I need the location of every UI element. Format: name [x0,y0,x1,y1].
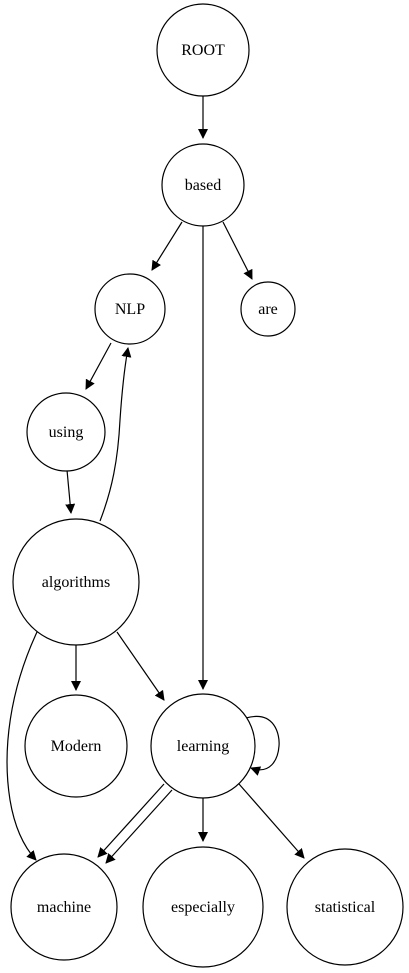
node-learning: learning [150,693,256,799]
node-label: statistical [315,899,376,916]
edge-algorithms-nlp [99,347,132,522]
edge-algorithms-learning [116,631,165,701]
node-label: are [258,301,278,318]
node-label: Modern [51,738,102,755]
edge-algorithms-machine [6,631,38,861]
node-label: machine [37,899,91,916]
node-using: using [26,392,106,472]
node-algorithms: algorithms [12,518,140,646]
node-machine: machine [10,853,118,961]
edge-nlp-using [85,342,112,390]
node-label: using [49,424,84,441]
node-label: NLP [115,301,145,318]
node-modern: Modern [24,694,128,798]
edge-learning-learning [245,715,280,776]
node-nlp: NLP [94,273,166,345]
edge-based-are [222,221,253,280]
node-label: ROOT [181,42,225,59]
node-label: especially [171,899,235,916]
node-based: based [161,143,245,227]
node-statistical: statistical [286,848,404,966]
node-label: algorithms [42,574,110,591]
edge-learning-machine-2 [105,789,173,864]
node-especially: especially [142,846,264,968]
edge-learning-machine-1 [97,783,165,858]
edge-based-nlp [151,221,183,271]
edge-learning-statistical [238,783,305,859]
node-label: based [185,177,221,194]
edge-using-algorithms [65,469,76,514]
node-are: are [240,281,296,337]
node-root: ROOT [156,3,250,97]
node-label: learning [177,738,229,755]
